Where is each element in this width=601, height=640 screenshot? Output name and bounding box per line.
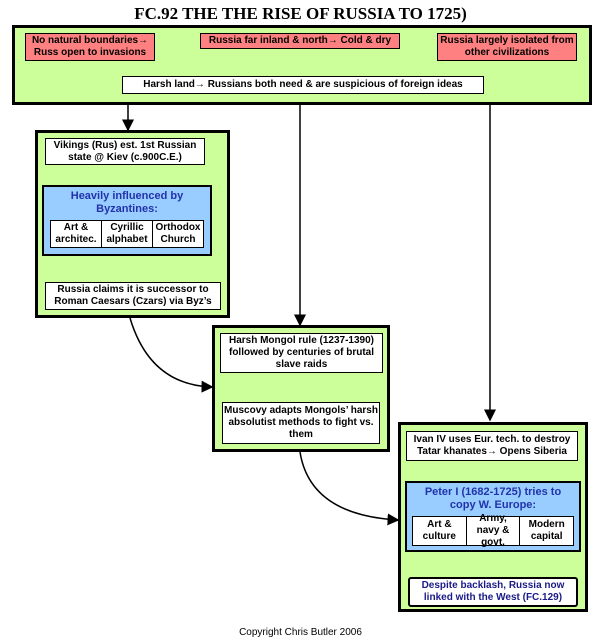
arrow-mongol-west <box>299 451 400 526</box>
czars-claim-box: Russia claims it is successor to Roman C… <box>45 282 221 310</box>
mongol-rule-box: Harsh Mongol rule (1237-1390) followed b… <box>220 333 383 373</box>
byzantine-box: Heavily influenced by Byzantines: Art & … <box>42 185 212 256</box>
page-title: FC.92 THE THE RISE OF RUSSIA TO 1725) <box>134 4 467 23</box>
byz-item-art: Art & architec. <box>55 222 97 245</box>
vikings-box: Vikings (Rus) est. 1st Russian state @ K… <box>45 138 205 165</box>
cause-no-boundaries: No natural boundaries→ Russ open to inva… <box>25 33 155 61</box>
cause-isolated: Russia largely isolated from other civil… <box>437 33 577 61</box>
byzantine-title: Heavily influenced by Byzantines: <box>70 190 184 215</box>
cause-inland-north: Russia far inland & north→ Cold & dry <box>200 33 400 49</box>
arrow-kiev-mongol <box>129 317 214 393</box>
copyright-footer: Copyright Chris Butler 2006 <box>239 627 362 638</box>
peter-item-army: Army, navy & govt. <box>465 513 520 548</box>
peter-item-capital: Modern capital <box>519 517 573 545</box>
peter-items: Art & culture Army, navy & govt. Modern … <box>412 513 574 548</box>
byz-item-cyrillic: Cyrillic alphabet <box>101 221 152 247</box>
peter-item-art: Art & culture <box>422 519 456 542</box>
byz-item-orthodox: Orthodox Church <box>152 221 203 247</box>
peter-title: Peter I (1682-1725) tries to copy W. Eur… <box>424 486 562 511</box>
muscovy-box: Muscovy adapts Mongols’ harsh absolutist… <box>222 402 380 444</box>
west-link-box: Despite backlash, Russia now linked with… <box>408 577 578 607</box>
ivan-box: Ivan IV uses Eur. tech. to destroy Tatar… <box>406 431 578 461</box>
byzantine-items: Art & architec. Cyrillic alphabet Orthod… <box>50 220 204 248</box>
peter-box: Peter I (1682-1725) tries to copy W. Eur… <box>405 481 581 552</box>
harsh-land-result: Harsh land→ Russians both need & are sus… <box>122 76 484 94</box>
